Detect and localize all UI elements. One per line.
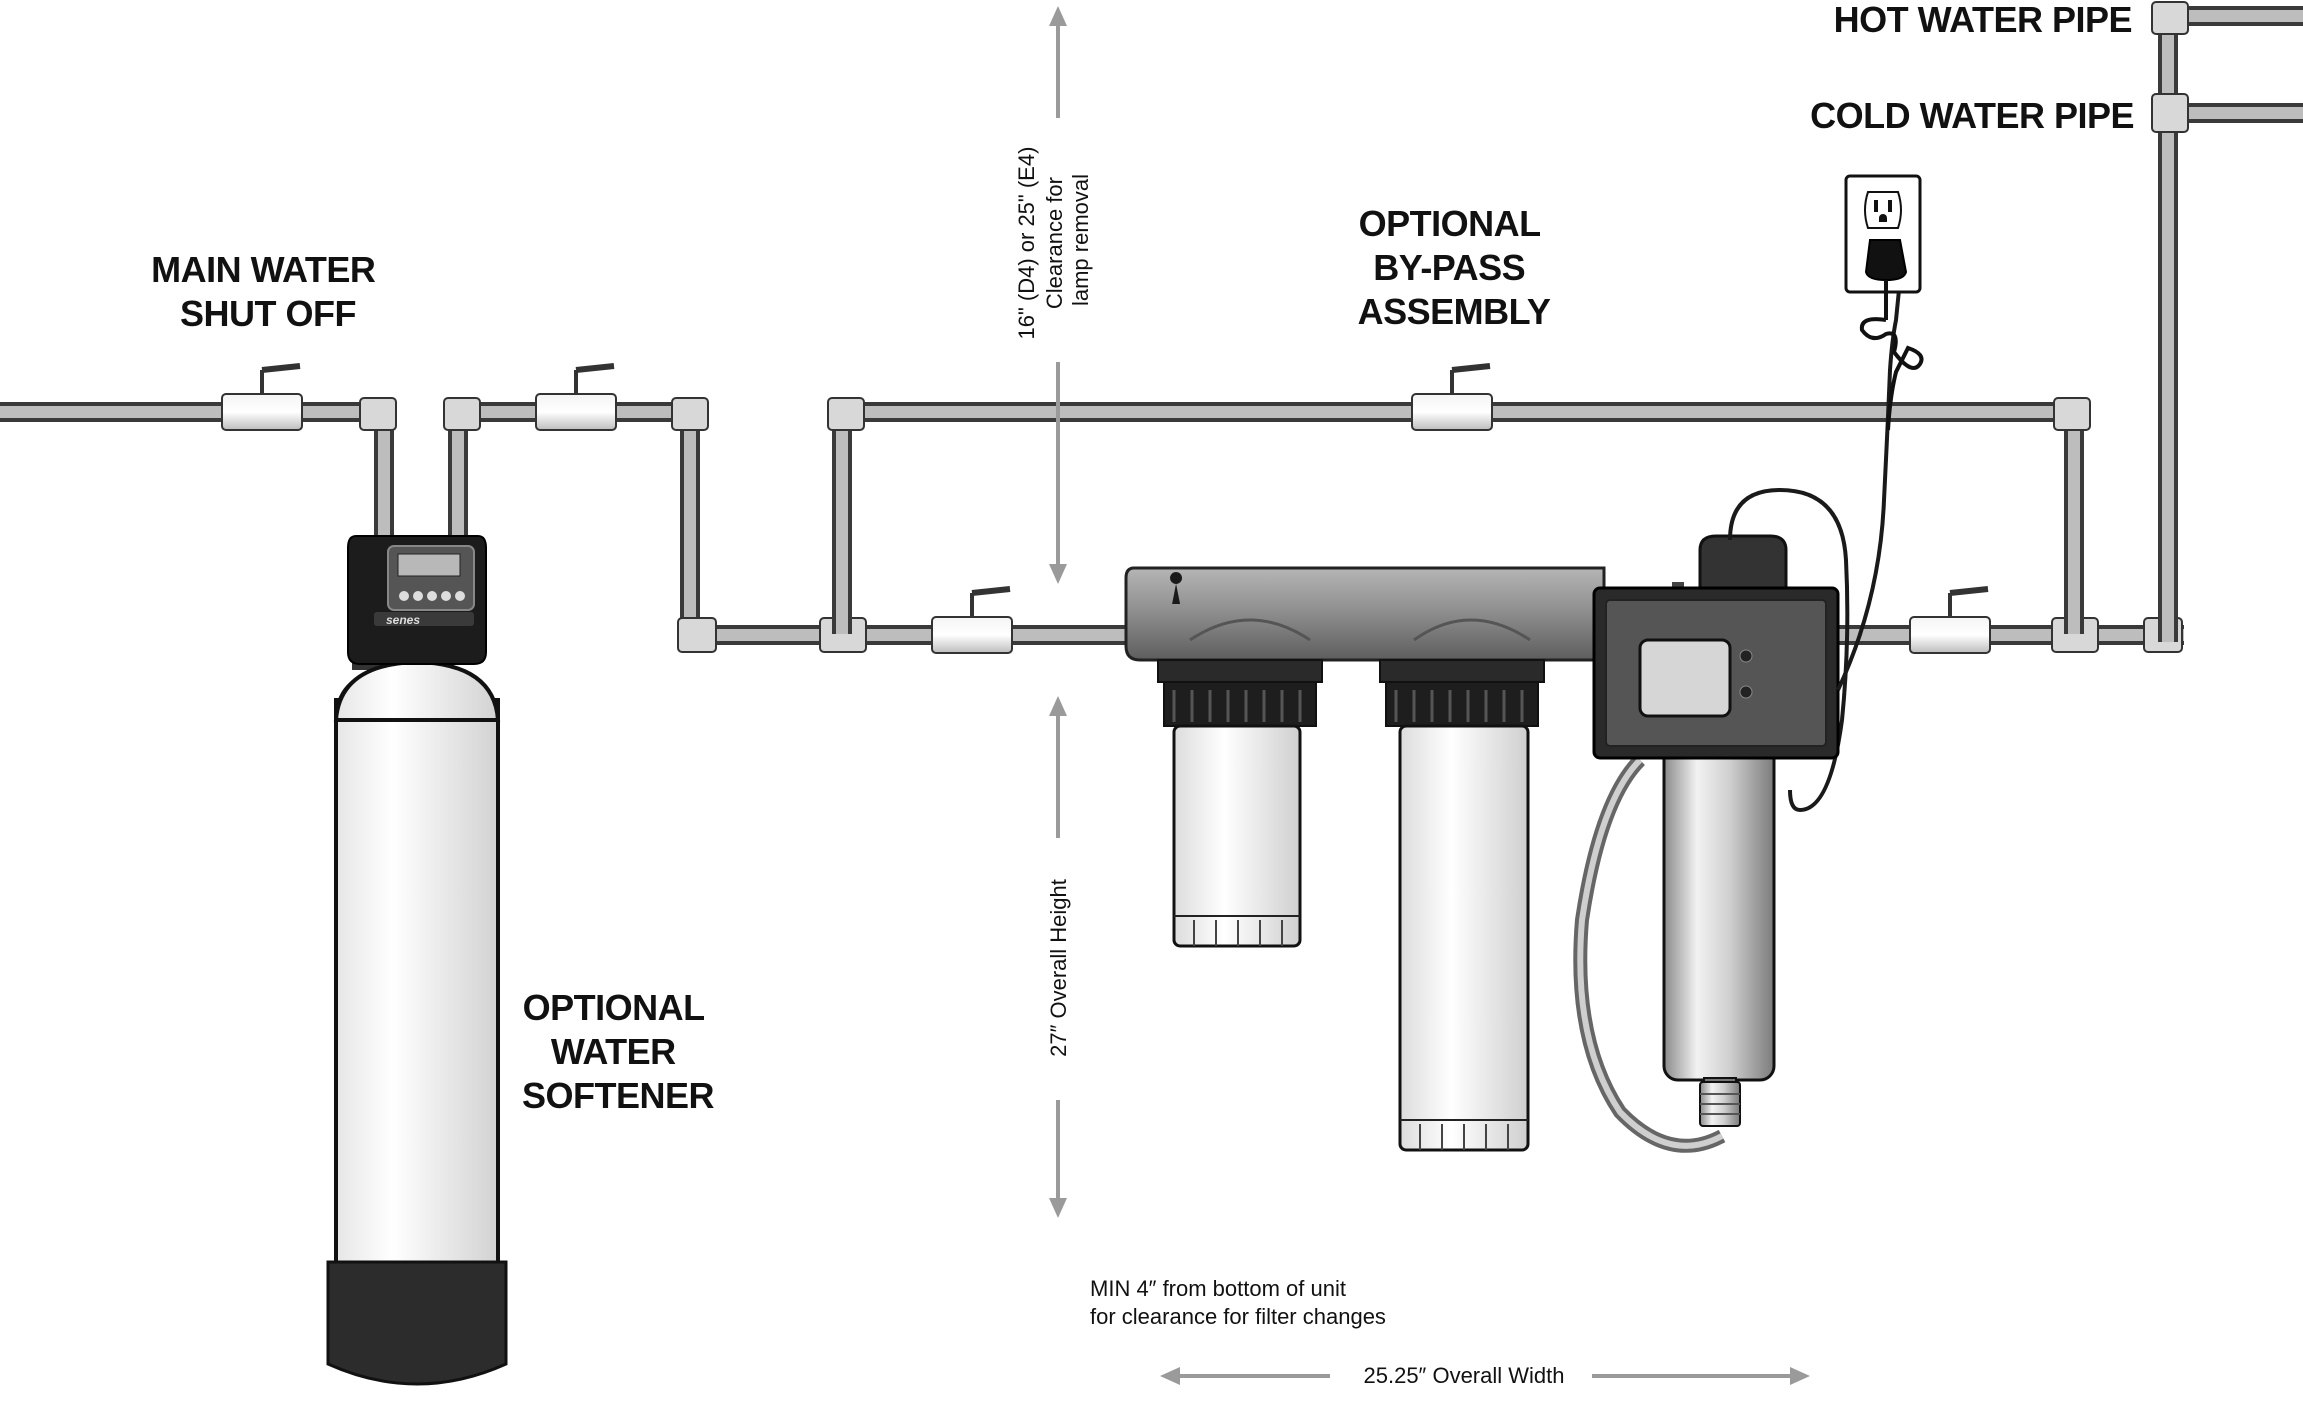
- height-arrow: [1049, 696, 1067, 1218]
- cold-water-pipe-label: COLD WATER PIPE: [1810, 95, 2134, 136]
- water-softener: senes: [326, 535, 508, 1386]
- min-clearance-label: MIN 4″ from bottom of unit for clearance…: [1090, 1276, 1386, 1329]
- main-shutoff-valve[interactable]: [221, 363, 303, 431]
- uv-outlet-valve[interactable]: [1909, 586, 1991, 654]
- lamp-clearance-arrow: [1049, 6, 1067, 584]
- softener-outlet-pipe: [443, 397, 709, 634]
- uv-controller-display: [1638, 638, 1732, 718]
- house-riser-pipe: [2151, 1, 2303, 642]
- bypass-label: OPTIONAL BY-PASS ASSEMBLY: [1358, 203, 1551, 332]
- softener-outlet-valve[interactable]: [535, 363, 617, 431]
- wall-outlet: [1844, 174, 1924, 431]
- power-plug: [1864, 239, 1908, 282]
- controller-power-cord: [1836, 279, 1902, 691]
- lamp-cap: [1698, 534, 1788, 590]
- uv-reactor: [1573, 279, 1902, 1153]
- uv-status-led-2: [1739, 685, 1753, 699]
- outlet-socket: [1864, 191, 1902, 229]
- dimension-labels: 16" (D4) or 25" (E4) Clearance for lamp …: [1014, 140, 1565, 1388]
- main-shutoff-label: MAIN WATER SHUT OFF: [151, 249, 385, 334]
- hot-water-pipe-label: HOT WATER PIPE: [1834, 0, 2132, 40]
- mounting-bracket: [1124, 566, 1606, 662]
- softener-brand-logo: senes: [386, 613, 420, 627]
- softener-label: OPTIONAL WATER SOFTENER: [522, 987, 715, 1116]
- pre-filter-housing-1: [1157, 659, 1323, 948]
- callout-labels: MAIN WATER SHUT OFF OPTIONAL WATER SOFTE…: [151, 0, 2134, 1116]
- main-inlet-pipe: [0, 397, 397, 542]
- overall-width-label: 25.25″ Overall Width: [1364, 1363, 1565, 1388]
- lamp-clearance-label: 16" (D4) or 25" (E4) Clearance for lamp …: [1014, 140, 1093, 339]
- coiled-cord: [1859, 317, 1924, 431]
- dimension-arrows: [1049, 6, 1810, 1385]
- softener-base: [326, 1260, 508, 1386]
- bypass-valve[interactable]: [1411, 363, 1493, 431]
- softener-display: [397, 553, 461, 577]
- width-arrow: [1160, 1367, 1810, 1385]
- pre-filter-housing-2: [1379, 659, 1545, 1152]
- uv-status-led-1: [1739, 649, 1753, 663]
- keyhole-icon: [1170, 572, 1183, 604]
- softener-tank: [334, 698, 500, 1302]
- uv-filtration-system: [1124, 279, 1902, 1153]
- overall-height-label: 27″ Overall Height: [1046, 879, 1071, 1057]
- valves: [221, 363, 1991, 654]
- lamp-power-cord: [1728, 487, 1850, 813]
- uv-inlet-valve[interactable]: [931, 586, 1013, 654]
